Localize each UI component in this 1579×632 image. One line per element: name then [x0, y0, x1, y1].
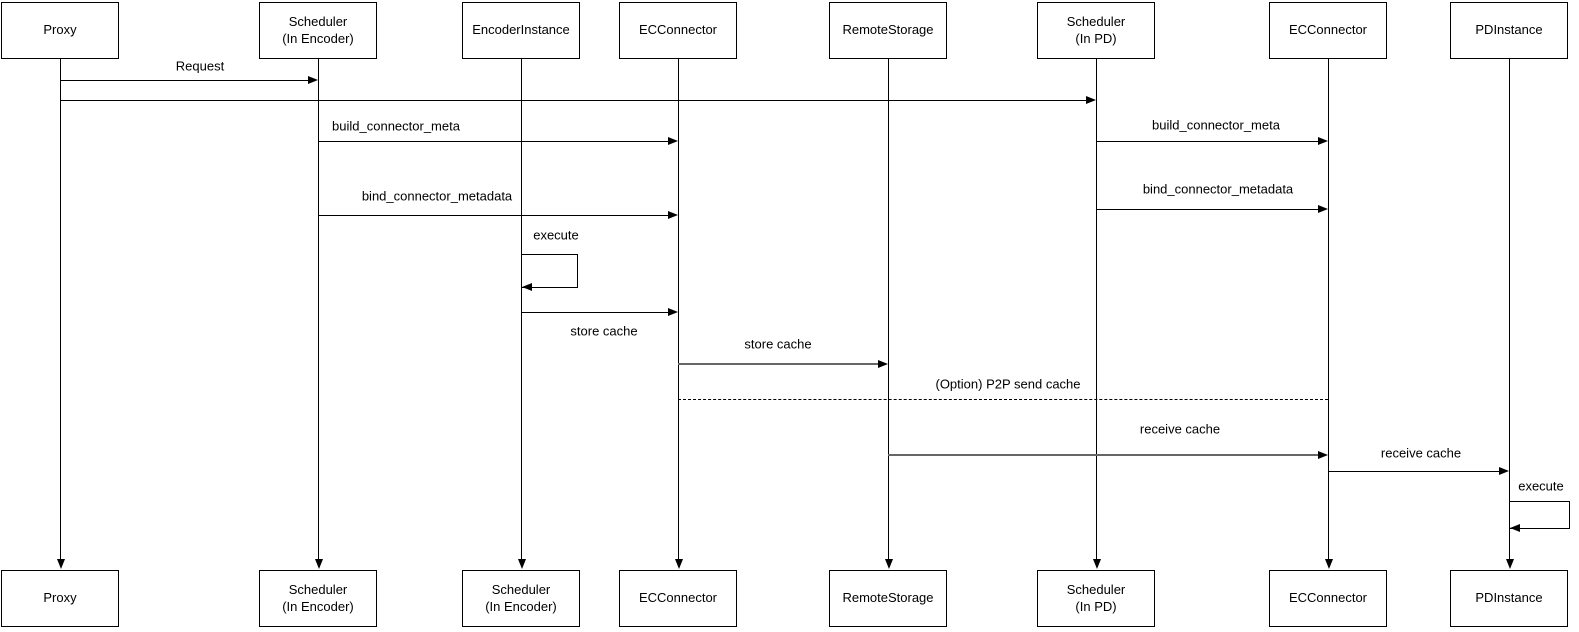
message-line-request: [60, 80, 309, 81]
message-line-bind-connector-metadata-1: [318, 215, 669, 216]
participant-label-bottom-pd-instance: PDInstance: [1475, 590, 1543, 606]
lifeline-arrow-down-icon-pd-instance: [1505, 559, 1514, 569]
message-line-build-connector-meta-2: [1096, 141, 1319, 142]
lifeline-ec-connector-2: [1328, 59, 1329, 559]
message-label-store-cache-2: store cache: [744, 336, 812, 352]
message-label-receive-cache-2: receive cache: [1380, 445, 1462, 461]
lifeline-arrow-down-icon-proxy: [56, 559, 65, 569]
participant-label-bottom-encoder-instance: Scheduler (In Encoder): [485, 581, 557, 614]
message-line-receive-cache-1: [888, 454, 1319, 456]
participant-box-top-encoder-instance: EncoderInstance: [462, 2, 580, 59]
participant-label-top-pd-instance: PDInstance: [1475, 22, 1543, 38]
message-arrowhead-icon-build-connector-meta-2: [1318, 137, 1328, 145]
lifeline-arrow-down-icon-scheduler-in-pd: [1092, 559, 1101, 569]
self-loop-label-execute-encoder: execute: [533, 227, 579, 243]
participant-box-bottom-scheduler-in-pd: Scheduler (In PD): [1037, 570, 1155, 627]
message-arrowhead-icon-receive-cache-2: [1499, 467, 1509, 475]
participant-box-bottom-proxy: Proxy: [1, 570, 119, 627]
lifeline-scheduler-in-encoder: [318, 59, 319, 559]
participant-label-bottom-ec-connector-1: ECConnector: [638, 590, 718, 606]
lifeline-ec-connector-1: [678, 59, 679, 559]
message-arrowhead-icon-forward-request: [1086, 96, 1096, 104]
self-loop-label-execute-pd: execute: [1518, 478, 1564, 494]
message-label-bind-connector-metadata-2: bind_connector_metadata: [1142, 181, 1294, 197]
participant-box-bottom-pd-instance: PDInstance: [1450, 570, 1568, 627]
participant-label-top-ec-connector-1: ECConnector: [638, 22, 718, 38]
message-arrowhead-icon-store-cache-2: [878, 360, 888, 368]
message-label-store-cache-1: store cache: [570, 323, 638, 339]
lifeline-arrow-down-icon-ec-connector-2: [1324, 559, 1333, 569]
participant-box-top-scheduler-in-pd: Scheduler (In PD): [1037, 2, 1155, 59]
message-label-request: Request: [175, 58, 225, 74]
lifeline-arrow-down-icon-remote-storage: [884, 559, 893, 569]
self-loop-execute-pd: [1509, 501, 1570, 529]
participant-label-bottom-scheduler-in-encoder: Scheduler (In Encoder): [282, 581, 354, 614]
participant-box-top-scheduler-in-encoder: Scheduler (In Encoder): [259, 2, 377, 59]
message-arrowhead-icon-request: [308, 76, 318, 84]
message-label-bind-connector-metadata-1: bind_connector_metadata: [361, 188, 513, 204]
participant-label-top-remote-storage: RemoteStorage: [842, 22, 934, 38]
participant-box-top-proxy: Proxy: [1, 2, 119, 59]
self-loop-execute-encoder: [521, 254, 578, 288]
message-label-receive-cache-1: receive cache: [1139, 421, 1221, 437]
message-line-store-cache-2: [678, 363, 879, 365]
message-line-p2p-send-cache: [678, 399, 1328, 400]
self-loop-arrowhead-icon-execute-encoder: [522, 283, 532, 291]
lifeline-encoder-instance: [521, 59, 522, 559]
participant-box-bottom-remote-storage: RemoteStorage: [829, 570, 947, 627]
lifeline-remote-storage: [888, 59, 889, 559]
participant-box-top-ec-connector-1: ECConnector: [619, 2, 737, 59]
participant-box-top-pd-instance: PDInstance: [1450, 2, 1568, 59]
message-line-bind-connector-metadata-2: [1096, 209, 1319, 210]
message-line-receive-cache-2: [1328, 471, 1500, 472]
message-line-forward-request: [60, 100, 1087, 101]
message-label-build-connector-meta-2: build_connector_meta: [1152, 117, 1280, 133]
message-label-p2p-send-cache: (Option) P2P send cache: [935, 376, 1081, 392]
lifeline-arrow-down-icon-ec-connector-1: [674, 559, 683, 569]
lifeline-pd-instance: [1509, 59, 1510, 559]
lifeline-arrow-down-icon-encoder-instance: [517, 559, 526, 569]
participant-label-bottom-remote-storage: RemoteStorage: [842, 590, 934, 606]
message-arrowhead-icon-receive-cache-1: [1318, 451, 1328, 459]
self-loop-arrowhead-icon-execute-pd: [1510, 524, 1520, 532]
message-arrowhead-icon-build-connector-meta-1: [668, 137, 678, 145]
message-line-build-connector-meta-1: [318, 141, 669, 142]
participant-box-bottom-encoder-instance: Scheduler (In Encoder): [462, 570, 580, 627]
lifeline-proxy: [60, 59, 61, 559]
lifeline-arrow-down-icon-scheduler-in-encoder: [314, 559, 323, 569]
participant-box-bottom-scheduler-in-encoder: Scheduler (In Encoder): [259, 570, 377, 627]
participant-box-bottom-ec-connector-2: ECConnector: [1269, 570, 1387, 627]
participant-box-bottom-ec-connector-1: ECConnector: [619, 570, 737, 627]
lifeline-scheduler-in-pd: [1096, 59, 1097, 559]
participant-label-bottom-scheduler-in-pd: Scheduler (In PD): [1066, 581, 1126, 614]
participant-box-top-ec-connector-2: ECConnector: [1269, 2, 1387, 59]
participant-label-top-scheduler-in-pd: Scheduler (In PD): [1066, 13, 1126, 46]
participant-label-bottom-proxy: Proxy: [43, 590, 77, 606]
participant-label-top-proxy: Proxy: [43, 22, 77, 38]
participant-label-bottom-ec-connector-2: ECConnector: [1288, 590, 1368, 606]
message-arrowhead-icon-bind-connector-metadata-1: [668, 211, 678, 219]
participant-box-top-remote-storage: RemoteStorage: [829, 2, 947, 59]
participant-label-top-ec-connector-2: ECConnector: [1288, 22, 1368, 38]
participant-label-top-scheduler-in-encoder: Scheduler (In Encoder): [282, 13, 354, 46]
message-arrowhead-icon-store-cache-1: [668, 308, 678, 316]
message-line-store-cache-1: [521, 312, 669, 313]
message-label-build-connector-meta-1: build_connector_meta: [332, 118, 460, 134]
participant-label-top-encoder-instance: EncoderInstance: [472, 22, 570, 38]
message-arrowhead-icon-bind-connector-metadata-2: [1318, 205, 1328, 213]
